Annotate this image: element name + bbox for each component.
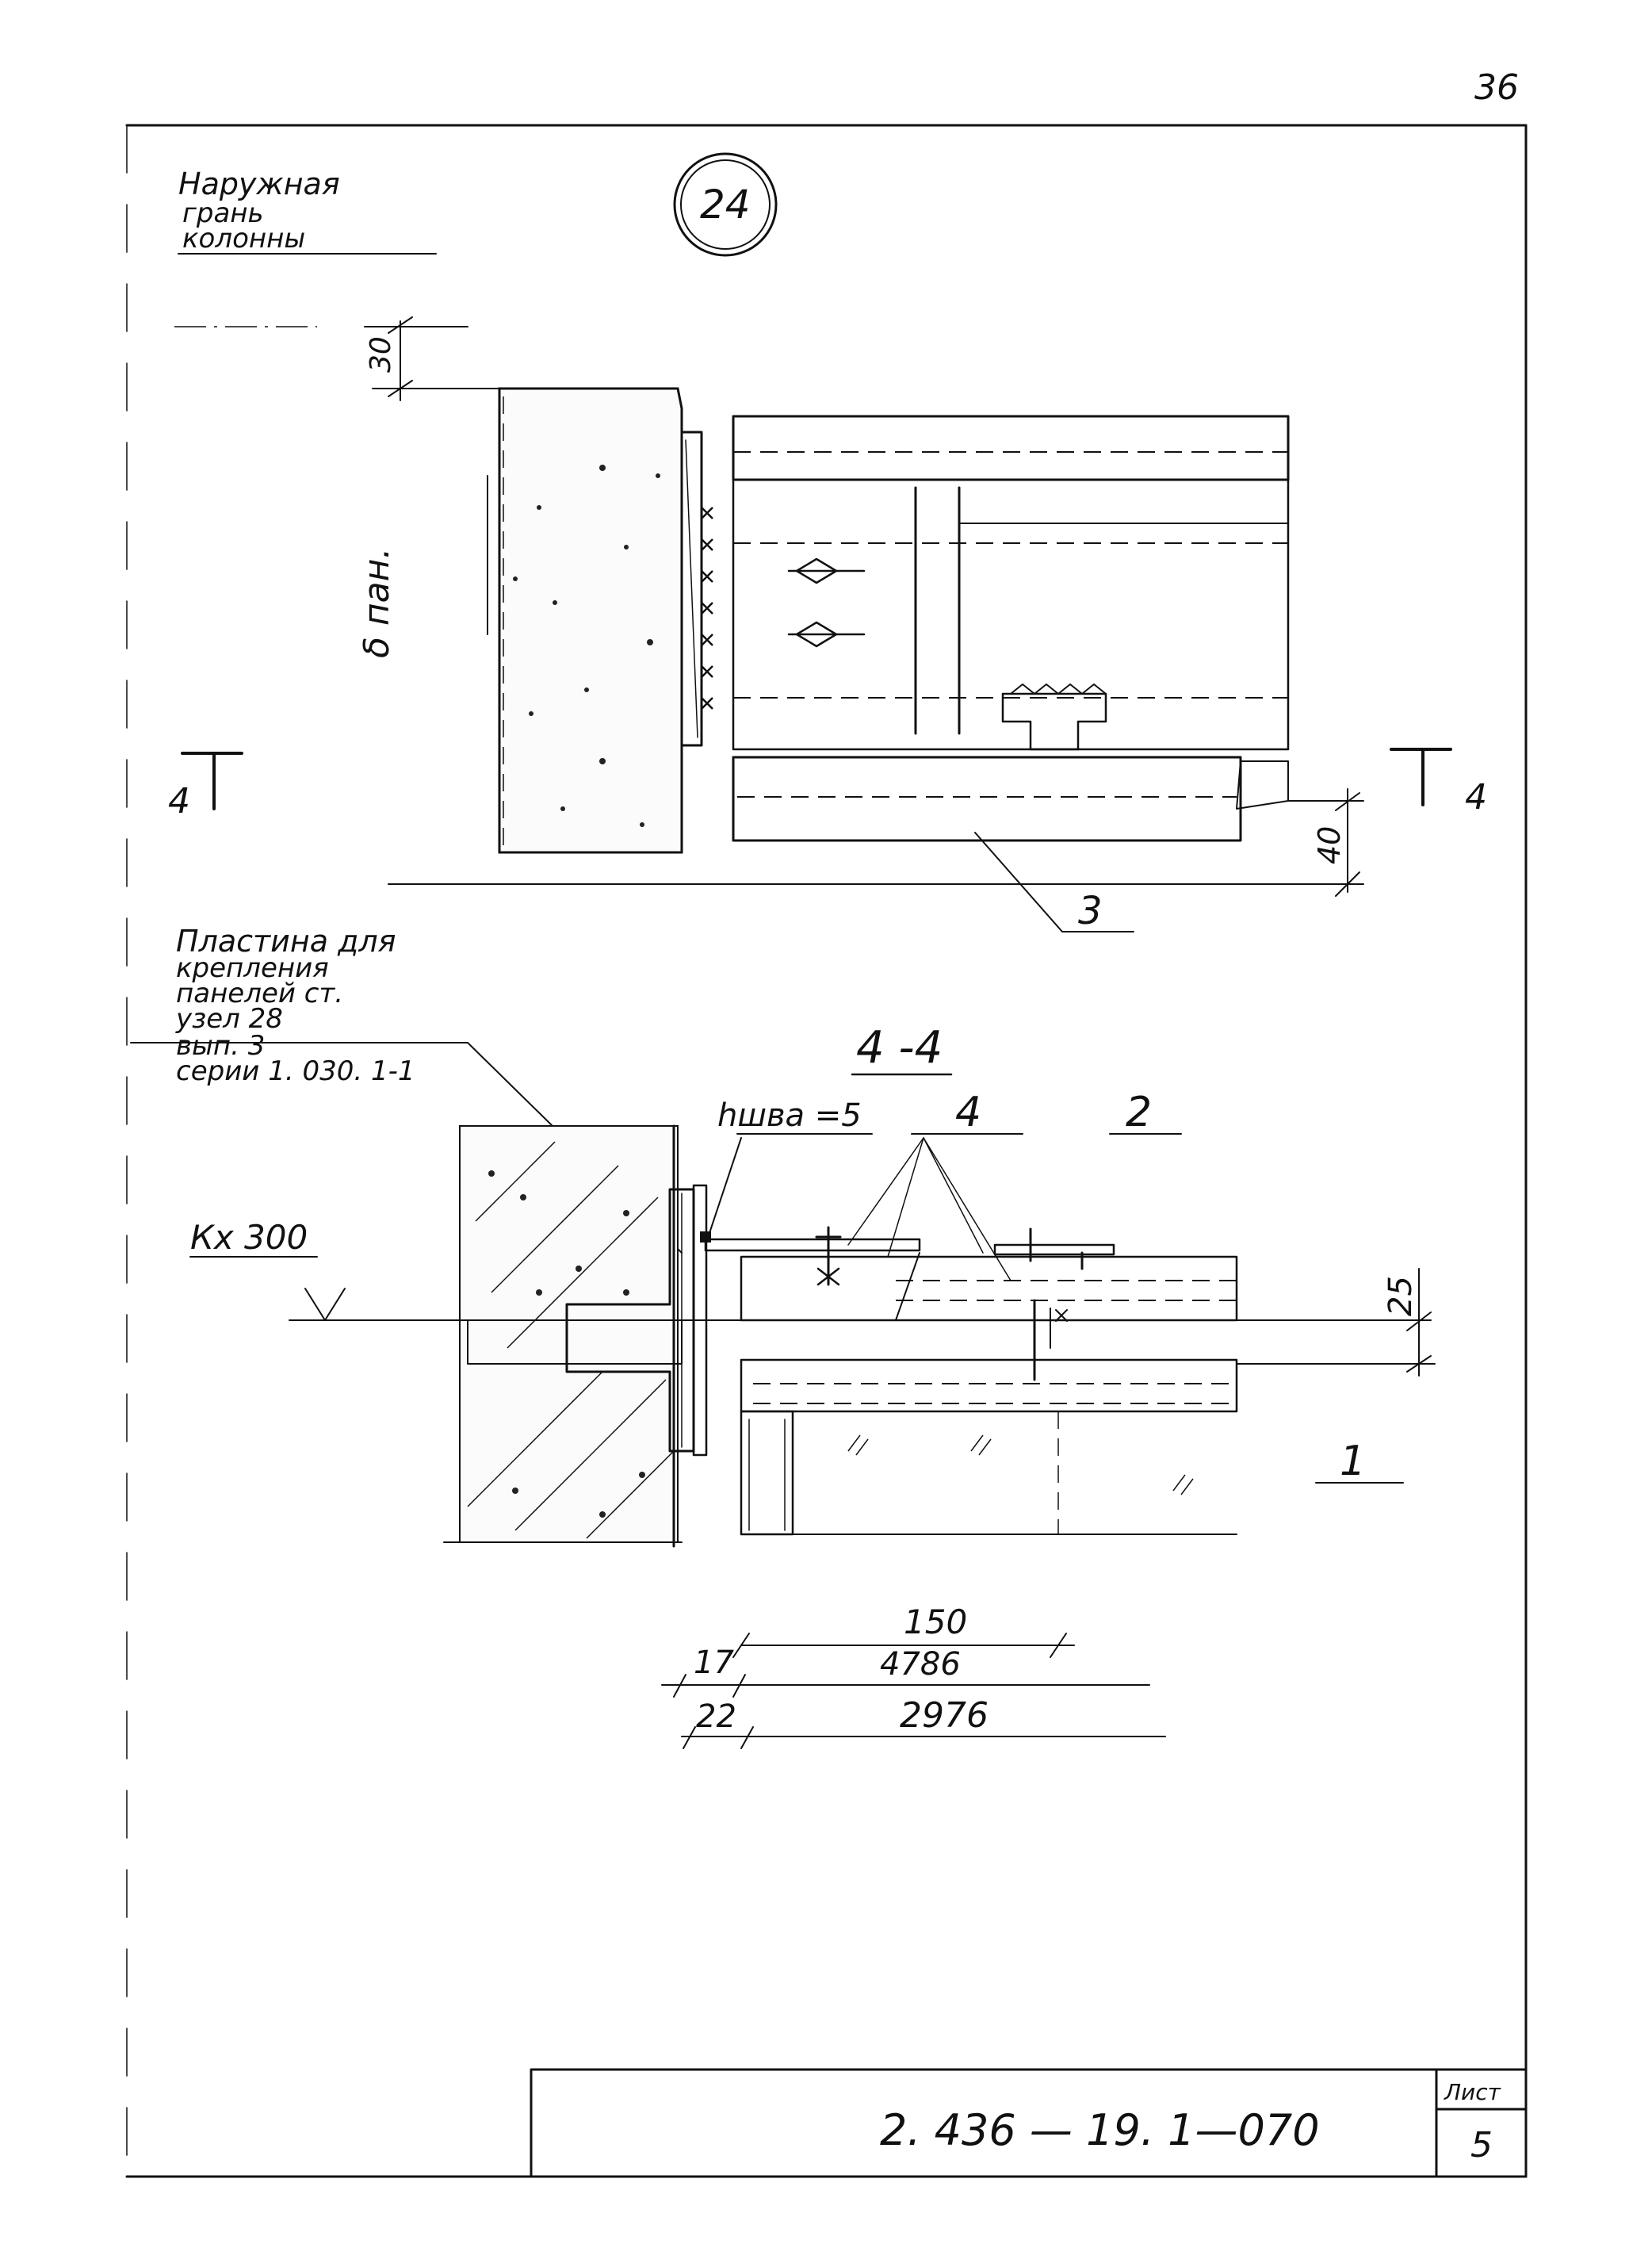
face-label-line3: колонны [182,223,305,255]
plate-note-line5: вып. 3 [176,1030,265,1062]
title-block: 2. 436 — 19. 1—070 Лист 5 [530,2068,1528,2178]
detail-number-bubble: 24 [673,152,778,257]
dim-row3-left: 22 [696,1698,736,1735]
level-label: Кх 300 [190,1218,308,1257]
section-title: 4 -4 [856,1022,943,1074]
plate-note-line4: узел 28 [175,1003,283,1035]
dim-25: 25 [1382,1276,1419,1316]
dimension-table: 150 17 4786 22 2976 [661,1602,1166,1749]
dim-row2-left: 17 [694,1645,734,1681]
plate-note-line3: панелей ст. [176,978,343,1009]
section-mark-left: 4 [168,752,243,821]
callout-4: 4 [955,1089,981,1136]
callout-2: 2 [1126,1089,1152,1136]
dim-row2-right: 4786 [880,1646,961,1683]
plate-note-line6: серии 1. 030. 1-1 [176,1055,415,1087]
section-4-4: 4 -4 Пластина для крепления панелей ст. … [130,924,1436,1548]
svg-text:4: 4 [1465,777,1487,818]
bolt-symbols [787,557,866,648]
dim-panel-thickness: δ пан. [357,548,397,658]
plan-view: Наружная грань колонны 30 δ пан. [168,167,1487,933]
face-label-line1: Наружная [178,167,340,201]
section-mark-right: 4 [1390,748,1487,818]
face-label-line2: грань [182,197,264,229]
callout-1: 1 [1340,1438,1366,1485]
dim-row1-right: 150 [904,1602,967,1641]
dim-top-30: 30 [365,336,397,373]
sheet-number: 5 [1470,2125,1493,2165]
plate-note-line1: Пластина для [176,924,396,959]
callout-3: 3 [1078,889,1103,933]
weld-label: hшва =5 [717,1097,862,1134]
dim-row3-right: 2976 [900,1695,989,1736]
weld-marks [701,507,713,710]
drawing-code: 2. 436 — 19. 1—070 [880,2105,1320,2155]
detail-number: 24 [700,182,751,228]
plate-note-line2: крепления [176,952,329,984]
concrete-hatch [513,465,660,827]
svg-text:4: 4 [168,781,190,821]
dim-bottom-40: 40 [1312,826,1347,864]
section-concrete-hatch [467,1141,675,1539]
page-number: 36 [1474,67,1519,108]
sheet-label: Лист [1444,2079,1501,2105]
